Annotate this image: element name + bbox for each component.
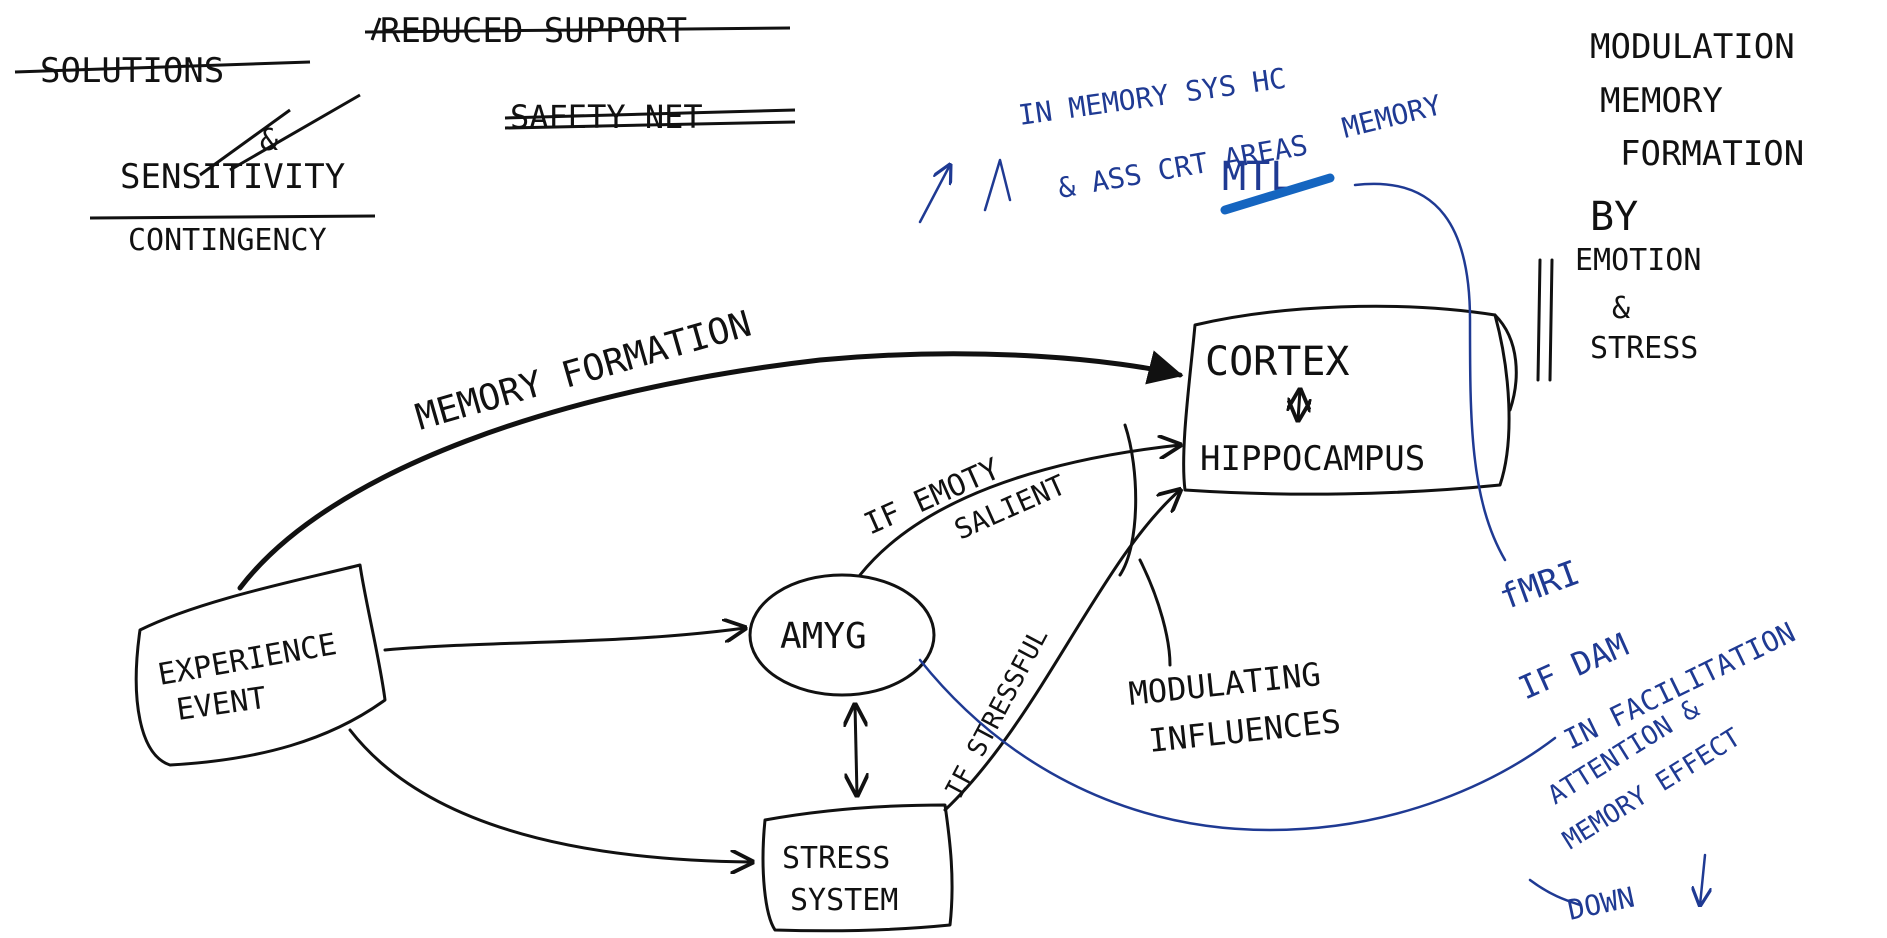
hippocampus-label: HIPPOCAMPUS (1200, 439, 1425, 479)
note-emotion: EMOTION (1575, 243, 1701, 278)
blue-up-arrow (918, 165, 950, 224)
blue-note-if-dam: IF DAM (1513, 626, 1634, 708)
strike-line (229, 93, 361, 172)
blue-increase-tick (983, 158, 1012, 212)
strike-line (370, 17, 382, 41)
blue-note-memory-sys: IN MEMORY SYS HC (1016, 62, 1288, 132)
strike-line (14, 60, 311, 74)
stress-system-label-2: SYSTEM (790, 883, 898, 918)
strike-line (199, 108, 291, 177)
amyg-ellipse (748, 573, 936, 697)
equals-bar-2 (1548, 258, 1554, 382)
modulation-notes: MODULATION MEMORY FORMATION BY EMOTION &… (1575, 27, 1804, 366)
modulating-label-2: INFLUENCES (1147, 702, 1343, 760)
experience-to-stress-arrow (348, 728, 752, 862)
crossed-note-contingency: CONTINGENCY (128, 223, 327, 258)
stress-to-cortex-arrow (943, 490, 1180, 812)
if-stressful-label: IF STRESSFUL (940, 623, 1055, 803)
cortex-label: CORTEX (1205, 339, 1350, 385)
note-formation: FORMATION (1620, 134, 1804, 174)
crossed-out-notes: SOLUTIONS REDUCED SUPPORT SAFETY NET SEN… (14, 11, 796, 258)
modulating-pointer (1138, 558, 1172, 667)
strike-line (504, 108, 796, 120)
note-memory: MEMORY (1600, 81, 1723, 121)
blue-note-fmri: fMRI (1494, 553, 1585, 619)
amyg-to-cortex-arrow (858, 445, 1180, 577)
amyg-stress-bidirectional-arrow (855, 705, 857, 795)
mtl-highlight (1220, 173, 1335, 215)
note-ampersand: & (1612, 291, 1630, 326)
memory-formation-arrow (237, 350, 1184, 591)
note-by: BY (1590, 194, 1638, 240)
blue-link-line (1353, 182, 1507, 562)
stress-system-label-1: STRESS (782, 841, 890, 876)
modulating-label-1: MODULATING (1127, 655, 1323, 713)
stress-system-box (761, 803, 954, 933)
strike-line (89, 214, 376, 220)
node-experience-event: EXPERIENCE EVENT (134, 563, 387, 767)
experience-to-amyg-arrow (383, 628, 745, 652)
note-stress: STRESS (1590, 331, 1698, 366)
node-stress-system: STRESS SYSTEM (761, 803, 954, 933)
amyg-label: AMYG (780, 616, 867, 657)
experience-event-box (134, 563, 387, 767)
blue-down-arrow (1700, 853, 1705, 905)
blue-small-curve (1528, 878, 1582, 907)
node-amyg: AMYG (748, 573, 936, 697)
crossed-note-sensitivity: SENSITIVITY (120, 157, 345, 197)
cortex-hippocampus-box (1182, 304, 1511, 496)
memory-formation-label: MEMORY FORMATION (411, 304, 756, 439)
blue-amyg-curve (918, 658, 1557, 832)
equals-bar-1 (1536, 258, 1542, 382)
edges (237, 258, 1554, 862)
node-cortex-hippocampus: CORTEX HIPPOCAMPUS (1182, 304, 1518, 496)
strike-line (364, 26, 791, 34)
cortex-hippocampus-link (1298, 390, 1300, 420)
note-modulation: MODULATION (1590, 27, 1795, 67)
strike-line (504, 120, 796, 130)
blue-note-memory: MEMORY (1339, 88, 1445, 145)
modulating-bracket (1118, 423, 1138, 577)
cortex-box-overdraw (1493, 313, 1518, 412)
